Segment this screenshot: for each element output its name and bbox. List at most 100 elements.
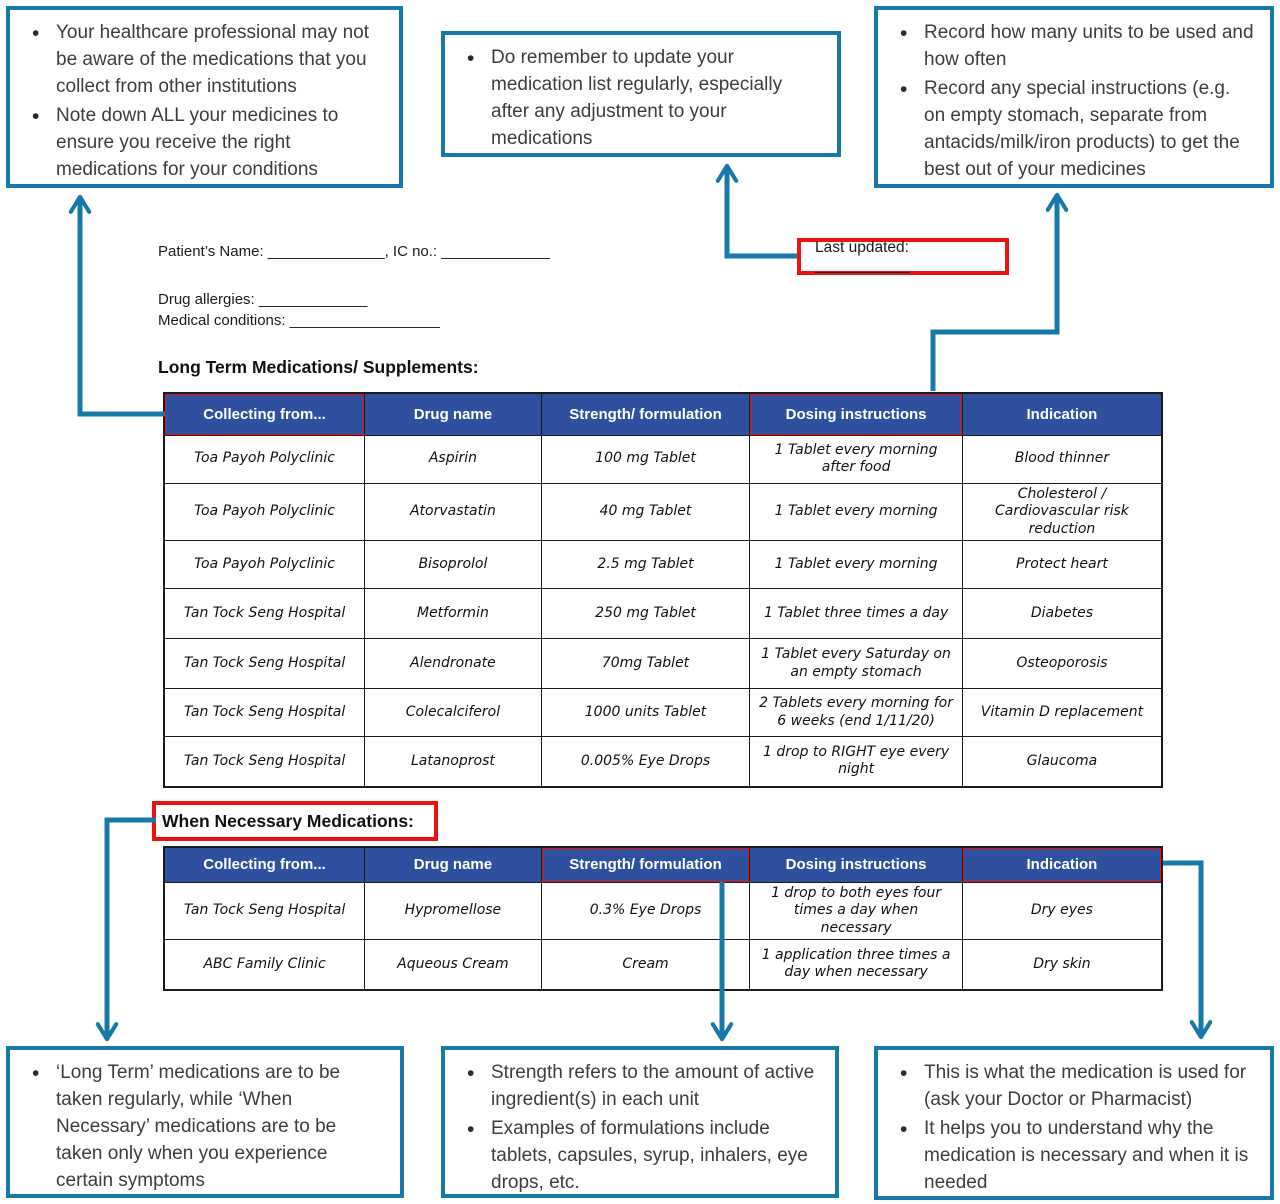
long-term-table: Collecting from... Drug name Strength/ f… bbox=[163, 392, 1163, 788]
callout-bullet: Your healthcare professional may not be … bbox=[24, 19, 385, 101]
cell-dosing: 1 Tablet every morning after food bbox=[749, 434, 963, 484]
cell-indication: Dry skin bbox=[961, 939, 1163, 990]
cell-dosing: 2 Tablets every morning for 6 weeks (end… bbox=[749, 688, 963, 737]
cell-collecting-from: Toa Payoh Polyclinic bbox=[163, 482, 366, 541]
col-header-drug-name: Drug name bbox=[364, 846, 542, 883]
cell-strength: 1000 units Tablet bbox=[540, 688, 751, 737]
arrow-whennecessary-to-bottomleft bbox=[95, 817, 156, 1042]
when-necessary-title: When Necessary Medications: bbox=[162, 810, 414, 831]
arrow-indication-to-bottomright bbox=[1163, 860, 1213, 1040]
callout-bullet: This is what the medication is used for … bbox=[892, 1059, 1256, 1114]
arrow-lastupdated-to-topcenter bbox=[715, 163, 797, 259]
col-header-label: Collecting from... bbox=[203, 405, 326, 423]
cell-dosing: 1 drop to RIGHT eye every night bbox=[749, 736, 963, 787]
callout-update-regularly: Do remember to update your medication li… bbox=[441, 31, 841, 157]
callout-bullet: It helps you to understand why the medic… bbox=[892, 1115, 1256, 1197]
cell-dosing: 1 Tablet every morning bbox=[749, 540, 963, 589]
col-header-drug-name: Drug name bbox=[364, 392, 542, 436]
cell-collecting-from: Tan Tock Seng Hospital bbox=[163, 638, 366, 689]
cell-indication: Vitamin D replacement bbox=[961, 688, 1163, 737]
callout-bullet-list: Strength refers to the amount of active … bbox=[445, 1050, 835, 1204]
cell-dosing: 1 application three times a day when nec… bbox=[749, 939, 963, 990]
callout-bullet: Do remember to update your medication li… bbox=[459, 44, 823, 153]
col-header-label: Drug name bbox=[413, 856, 493, 874]
col-header-label: Collecting from... bbox=[203, 856, 326, 874]
callout-bullet-list: This is what the medication is used for … bbox=[878, 1050, 1270, 1204]
cell-collecting-from: Tan Tock Seng Hospital bbox=[163, 588, 366, 639]
arrow-dosing-to-topright bbox=[930, 192, 1069, 391]
cell-dosing: 1 Tablet every Saturday on an empty stom… bbox=[749, 638, 963, 689]
cell-dosing: 1 drop to both eyes four times a day whe… bbox=[749, 881, 963, 940]
cell-indication: Diabetes bbox=[961, 588, 1163, 639]
table-row: Tan Tock Seng Hospital Latanoprost 0.005… bbox=[163, 736, 1163, 787]
cell-indication: Dry eyes bbox=[961, 881, 1163, 940]
cell-indication: Osteoporosis bbox=[961, 638, 1163, 689]
cell-indication: Cholesterol / Cardiovascular risk reduct… bbox=[961, 482, 1163, 541]
table-row: Tan Tock Seng Hospital Metformin 250 mg … bbox=[163, 588, 1163, 639]
cell-drug-name: Latanoprost bbox=[364, 736, 542, 787]
callout-long-term-vs-when-necessary: ‘Long Term’ medications are to be taken … bbox=[6, 1046, 404, 1198]
cell-strength: 2.5 mg Tablet bbox=[540, 540, 751, 589]
long-term-title: Long Term Medications/ Supplements: bbox=[158, 357, 479, 377]
cell-indication: Protect heart bbox=[961, 540, 1163, 589]
table-row: Toa Payoh Polyclinic Atorvastatin 40 mg … bbox=[163, 482, 1163, 541]
callout-bullet: Record how many units to be used and how… bbox=[892, 19, 1256, 74]
when-necessary-title-box: When Necessary Medications: bbox=[152, 801, 438, 841]
callout-collecting-from: Your healthcare professional may not be … bbox=[6, 6, 403, 188]
cell-drug-name: Aspirin bbox=[364, 434, 542, 484]
callout-indication: This is what the medication is used for … bbox=[874, 1046, 1274, 1200]
col-header-indication: Indication bbox=[961, 846, 1163, 883]
col-header-label: Indication bbox=[1026, 405, 1098, 423]
cell-drug-name: Atorvastatin bbox=[364, 482, 542, 541]
table-row: Tan Tock Seng Hospital Alendronate 70mg … bbox=[163, 638, 1163, 689]
drug-allergies-line: Drug allergies: _____________ bbox=[158, 291, 368, 308]
cell-drug-name: Bisoprolol bbox=[364, 540, 542, 589]
col-header-strength: Strength/ formulation bbox=[540, 846, 751, 883]
callout-bullet: Strength refers to the amount of active … bbox=[459, 1059, 821, 1114]
table-header-row: Collecting from... Drug name Strength/ f… bbox=[163, 846, 1163, 883]
col-header-label: Dosing instructions bbox=[785, 856, 927, 874]
col-header-label: Dosing instructions bbox=[785, 405, 927, 423]
table-row: Toa Payoh Polyclinic Bisoprolol 2.5 mg T… bbox=[163, 540, 1163, 589]
cell-drug-name: Alendronate bbox=[364, 638, 542, 689]
cell-drug-name: Colecalciferol bbox=[364, 688, 542, 737]
callout-dosing-instructions: Record how many units to be used and how… bbox=[874, 6, 1274, 188]
cell-indication: Blood thinner bbox=[961, 434, 1163, 484]
cell-drug-name: Metformin bbox=[364, 588, 542, 639]
cell-indication: Glaucoma bbox=[961, 736, 1163, 787]
arrow-collecting-from-to-topleft bbox=[68, 194, 165, 417]
cell-collecting-from: Tan Tock Seng Hospital bbox=[163, 881, 366, 940]
cell-strength: 0.3% Eye Drops bbox=[540, 881, 751, 940]
col-header-label: Strength/ formulation bbox=[569, 405, 722, 423]
col-header-dosing: Dosing instructions bbox=[749, 392, 963, 436]
callout-bullet-list: Record how many units to be used and how… bbox=[878, 10, 1270, 196]
cell-collecting-from: Toa Payoh Polyclinic bbox=[163, 434, 366, 484]
cell-strength: 70mg Tablet bbox=[540, 638, 751, 689]
col-header-dosing: Dosing instructions bbox=[749, 846, 963, 883]
table-row: Tan Tock Seng Hospital Hypromellose 0.3%… bbox=[163, 881, 1163, 940]
cell-drug-name: Hypromellose bbox=[364, 881, 542, 940]
callout-bullet-list: Your healthcare professional may not be … bbox=[10, 10, 399, 196]
col-header-label: Strength/ formulation bbox=[569, 856, 722, 874]
cell-dosing: 1 Tablet every morning bbox=[749, 482, 963, 541]
table-row: Tan Tock Seng Hospital Colecalciferol 10… bbox=[163, 688, 1163, 737]
col-header-strength: Strength/ formulation bbox=[540, 392, 751, 436]
cell-collecting-from: Tan Tock Seng Hospital bbox=[163, 736, 366, 787]
table-row: ABC Family Clinic Aqueous Cream Cream 1 … bbox=[163, 939, 1163, 990]
col-header-label: Indication bbox=[1026, 856, 1098, 874]
table-row: Toa Payoh Polyclinic Aspirin 100 mg Tabl… bbox=[163, 434, 1163, 484]
col-header-collecting-from: Collecting from... bbox=[163, 846, 366, 883]
col-header-indication: Indication bbox=[961, 392, 1163, 436]
callout-bullet: Examples of formulations include tablets… bbox=[459, 1115, 821, 1197]
callout-bullet: Note down ALL your medicines to ensure y… bbox=[24, 102, 385, 184]
last-updated-label: Last updated: ___________ bbox=[815, 238, 910, 274]
cell-drug-name: Aqueous Cream bbox=[364, 939, 542, 990]
patient-name-line: Patient’s Name: ______________, IC no.: … bbox=[158, 243, 550, 260]
cell-collecting-from: ABC Family Clinic bbox=[163, 939, 366, 990]
cell-strength: 0.005% Eye Drops bbox=[540, 736, 751, 787]
medical-conditions-line: Medical conditions: __________________ bbox=[158, 312, 440, 329]
cell-strength: 100 mg Tablet bbox=[540, 434, 751, 484]
callout-bullet-list: Do remember to update your medication li… bbox=[445, 35, 837, 165]
cell-strength: 40 mg Tablet bbox=[540, 482, 751, 541]
